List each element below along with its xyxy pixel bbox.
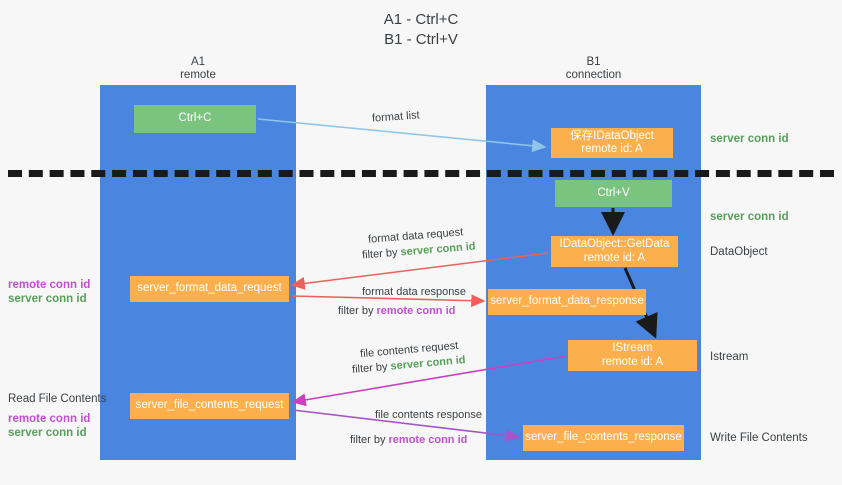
label-dataobject: DataObject <box>710 246 768 258</box>
lane-header-b1: B1 connection <box>565 56 622 81</box>
box-server-format-data-request[interactable]: server_format_data_request <box>130 276 289 302</box>
box-idataobject-saved[interactable]: 保存IDataObject remote id: A <box>551 128 673 158</box>
box-ctrl-c[interactable]: Ctrl+C <box>134 105 256 133</box>
arrow-label-file-contents-response: file contents response <box>375 409 483 421</box>
page-title: A1 - Ctrl+C B1 - Ctrl+V <box>383 11 459 48</box>
conn-id-legend-format: remote conn id server conn id <box>8 278 90 306</box>
conn-id-remote-label: remote conn id <box>8 279 91 291</box>
separator-dashed-line <box>8 170 834 177</box>
filter-prefix: filter by <box>351 360 392 376</box>
filter-value: remote conn id <box>376 305 456 317</box>
conn-id-legend-file: remote conn id server conn id <box>8 412 90 440</box>
lane-header-a1: A1 remote <box>180 56 216 81</box>
box-server-format-data-response[interactable]: server_format_data_response <box>488 289 646 315</box>
filter-value: remote conn id <box>388 434 468 446</box>
conn-id-server-label: server conn id <box>8 427 87 439</box>
filter-prefix: filter by <box>338 305 377 317</box>
label-read-file-contents: Read File Contents <box>8 393 107 405</box>
label-server-conn-id-top: server conn id <box>710 133 789 145</box>
arrow-label-format-data-response-filter: filter by remote conn id <box>338 304 455 319</box>
label-server-conn-id-mid: server conn id <box>710 211 789 223</box>
conn-id-remote-label: remote conn id <box>8 413 91 425</box>
box-idataobject-getdata[interactable]: IDataObject::GetData remote id: A <box>551 236 678 267</box>
box-server-file-contents-response[interactable]: server_file_contents_response <box>523 425 684 451</box>
label-write-file-contents: Write File Contents <box>710 432 808 444</box>
arrow-label-format-data-response: format data response <box>362 286 466 298</box>
label-istream: Istream <box>710 351 749 363</box>
filter-prefix: filter by <box>361 246 402 262</box>
arrow-label-format-list: format list <box>371 109 421 125</box>
box-istream[interactable]: IStream remote id: A <box>568 340 697 371</box>
box-server-file-contents-request[interactable]: server_file_contents_request <box>130 393 289 419</box>
filter-prefix: filter by <box>350 434 389 446</box>
arrow-label-file-contents-response-filter: filter by remote conn id <box>350 433 467 448</box>
box-ctrl-v[interactable]: Ctrl+V <box>555 180 672 207</box>
conn-id-server-label: server conn id <box>8 293 87 305</box>
